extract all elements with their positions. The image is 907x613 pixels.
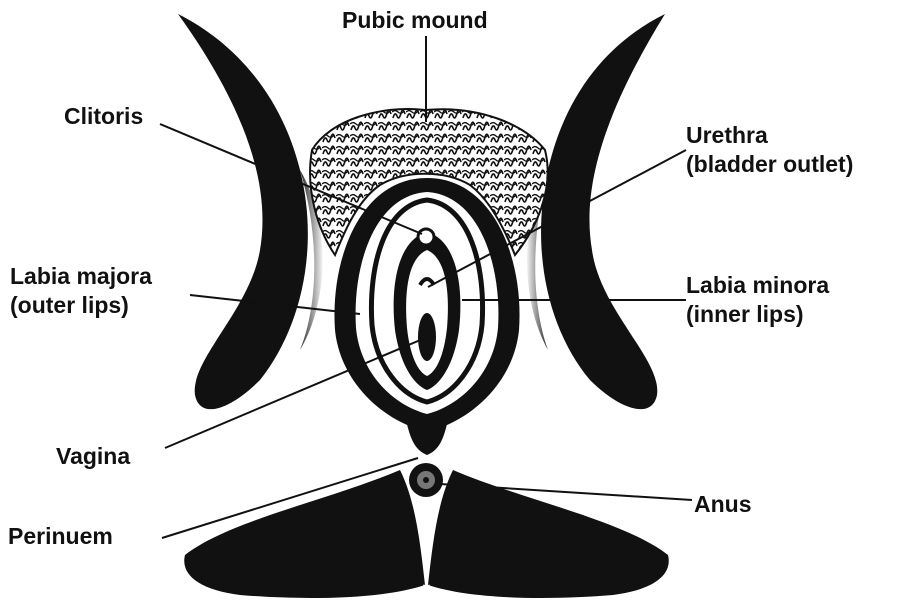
perineum-label: Perinuem <box>8 522 113 551</box>
clitoris-label: Clitoris <box>64 102 143 131</box>
left-thigh <box>178 14 323 409</box>
vagina-mark <box>418 313 436 361</box>
pubic-mound-label: Pubic mound <box>342 6 488 35</box>
labia-minora-label: Labia minora (inner lips) <box>686 271 829 329</box>
urethra-label-line2: (bladder outlet) <box>686 150 853 179</box>
labia-minora-label-line2: (inner lips) <box>686 300 829 329</box>
anus-mark <box>409 463 443 497</box>
urethra-label: Urethra (bladder outlet) <box>686 121 853 179</box>
right-thigh <box>527 14 665 409</box>
vagina-label: Vagina <box>56 442 130 471</box>
clitoris-mark <box>418 229 434 245</box>
labia-majora-label-line1: Labia majora <box>10 262 152 291</box>
urethra-label-line1: Urethra <box>686 121 853 150</box>
anus-label: Anus <box>694 490 752 519</box>
labia-minora-label-line1: Labia minora <box>686 271 829 300</box>
labia-majora-label-line2: (outer lips) <box>10 291 152 320</box>
labia-majora-label: Labia majora (outer lips) <box>10 262 152 320</box>
perineum-shape <box>405 415 449 455</box>
